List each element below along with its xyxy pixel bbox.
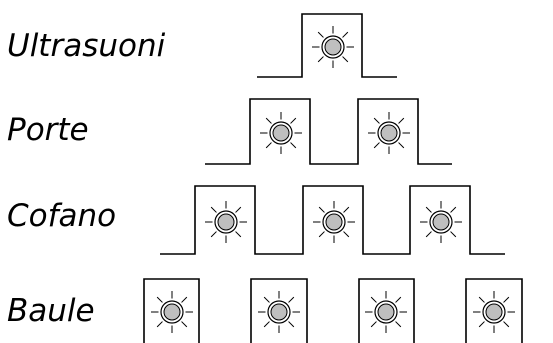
signal-lines: [143, 13, 523, 343]
lamp-icon: [151, 291, 193, 333]
baule-box-2: [250, 278, 308, 343]
lamp-icon: [313, 201, 355, 243]
lamp-icon: [312, 26, 354, 68]
signal-line-3: [160, 185, 505, 255]
label-ultrasuoni: Ultrasuoni: [7, 28, 166, 64]
lamp-icon: [205, 201, 247, 243]
signal-line-2: [205, 98, 452, 165]
baule-box-1: [143, 278, 200, 343]
baule-box-3: [358, 278, 415, 343]
lamp-icon: [260, 112, 302, 154]
lamp-icon: [258, 291, 300, 333]
lamp-icon: [368, 112, 410, 154]
baule-box-4: [465, 278, 523, 343]
lamp-icon: [365, 291, 407, 333]
label-porte: Porte: [7, 112, 89, 148]
label-cofano: Cofano: [7, 198, 117, 234]
lamp-array: [151, 26, 515, 333]
lamp-icon: [473, 291, 515, 333]
lamp-icon: [420, 201, 462, 243]
signal-line-1: [257, 13, 397, 78]
label-baule: Baule: [7, 293, 95, 329]
